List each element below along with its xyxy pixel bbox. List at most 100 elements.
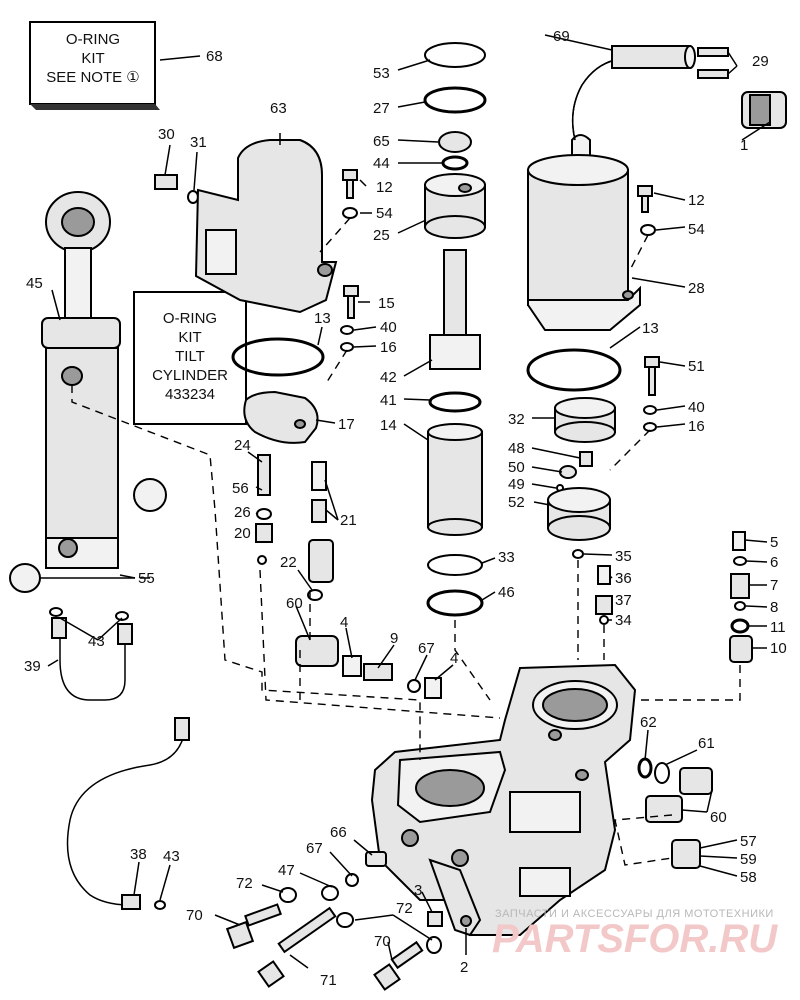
kit-line-1: O-RING — [163, 310, 217, 327]
label-40b: 40 — [688, 399, 705, 416]
label-7: 7 — [770, 577, 778, 594]
label-56: 56 — [232, 480, 249, 497]
label-52: 52 — [508, 494, 525, 511]
watermark: PARTSFOR.RU ЗАПЧАСТИ И АКСЕССУАРЫ ДЛЯ МО… — [492, 908, 778, 961]
sleeve-69 — [611, 45, 691, 69]
label-13a: 13 — [314, 310, 331, 327]
valve-60-left — [295, 635, 339, 667]
label-59: 59 — [740, 851, 757, 868]
valve-22 — [308, 539, 334, 583]
label-29: 29 — [752, 53, 769, 70]
label-71: 71 — [320, 972, 337, 989]
oring-kit-note-box: O-RING KIT SEE NOTE ① — [29, 21, 160, 110]
label-42: 42 — [380, 369, 397, 386]
label-53: 53 — [373, 65, 390, 82]
pump-motor — [527, 134, 641, 331]
label-68: 68 — [206, 48, 223, 65]
leader-lines — [47, 34, 771, 969]
label-44: 44 — [373, 155, 390, 172]
label-9: 9 — [390, 630, 398, 647]
label-61: 61 — [698, 735, 715, 752]
bushing-55a — [133, 478, 167, 512]
label-43a: 43 — [88, 633, 105, 650]
label-38: 38 — [130, 846, 147, 863]
label-1: 1 — [740, 137, 748, 154]
oring-13-right — [526, 348, 622, 392]
label-37: 37 — [615, 592, 632, 609]
label-22: 22 — [280, 554, 297, 571]
pump-gear-32 — [554, 397, 616, 443]
tube-38 — [66, 729, 186, 906]
label-34: 34 — [615, 612, 632, 629]
label-6: 6 — [770, 554, 778, 571]
label-58: 58 — [740, 869, 757, 886]
kit-line-5: 433234 — [165, 386, 215, 403]
label-12a: 12 — [376, 179, 393, 196]
label-49: 49 — [508, 476, 525, 493]
label-46: 46 — [498, 584, 515, 601]
label-11: 11 — [770, 619, 786, 636]
label-67b: 67 — [306, 840, 323, 857]
label-45: 45 — [26, 275, 43, 292]
label-60b: 60 — [710, 809, 727, 826]
bushing-55b — [9, 563, 41, 593]
piston-head-25 — [424, 173, 486, 239]
label-51: 51 — [688, 358, 705, 375]
label-15: 15 — [378, 295, 395, 312]
label-48: 48 — [508, 440, 525, 457]
oring-13-left — [231, 337, 325, 377]
label-66: 66 — [330, 824, 347, 841]
bolt-70-left — [225, 903, 282, 950]
kit-line-3: TILT — [175, 348, 205, 365]
label-10: 10 — [770, 640, 787, 657]
label-57: 57 — [740, 833, 757, 850]
seal-41 — [428, 391, 482, 413]
cylinder-14 — [427, 423, 483, 536]
label-55: 55 — [138, 570, 155, 587]
label-54a: 54 — [376, 205, 393, 222]
label-4a: 4 — [340, 614, 348, 631]
bolt-71 — [257, 906, 337, 988]
oring-46 — [426, 589, 484, 617]
oring-33 — [427, 554, 483, 576]
label-13b: 13 — [642, 320, 659, 337]
label-25: 25 — [373, 227, 390, 244]
label-4b: 4 — [450, 650, 458, 667]
label-24: 24 — [234, 437, 251, 454]
label-67a: 67 — [418, 640, 435, 657]
kit-line-2: KIT — [178, 329, 201, 346]
oring-27 — [423, 86, 487, 114]
kit-line-4: CYLINDER — [152, 367, 228, 384]
label-28: 28 — [688, 280, 705, 297]
label-70b: 70 — [374, 933, 391, 950]
label-20: 20 — [234, 525, 251, 542]
label-60a: 60 — [286, 595, 303, 612]
note-line-3: SEE NOTE ① — [46, 69, 139, 86]
label-17: 17 — [338, 416, 355, 433]
label-36: 36 — [615, 570, 632, 587]
label-5: 5 — [770, 534, 778, 551]
label-70a: 70 — [186, 907, 203, 924]
label-14: 14 — [380, 417, 397, 434]
reservoir-cover — [194, 139, 338, 314]
part-labels: 68 69 29 1 53 27 65 44 12 54 25 63 30 31… — [24, 28, 787, 989]
watermark-brand: PARTSFOR.RU — [492, 917, 778, 961]
label-50: 50 — [508, 459, 525, 476]
label-43b: 43 — [163, 848, 180, 865]
label-69: 69 — [553, 28, 570, 45]
label-3: 3 — [414, 882, 422, 899]
label-2: 2 — [460, 959, 468, 976]
label-54b: 54 — [688, 221, 705, 238]
watermark-caption: ЗАПЧАСТИ И АКСЕССУАРЫ ДЛЯ МОТОТЕХНИКИ — [495, 908, 774, 920]
label-16a: 16 — [380, 339, 397, 356]
label-27: 27 — [373, 100, 390, 117]
label-31: 31 — [190, 134, 207, 151]
valve-60-right — [645, 795, 683, 823]
label-63: 63 — [270, 100, 287, 117]
pump-body-52 — [547, 487, 611, 541]
oring-53 — [424, 42, 486, 68]
tilt-cylinder-kit-box: O-RING KIT TILT CYLINDER 433234 — [133, 291, 247, 425]
label-65: 65 — [373, 133, 390, 150]
label-8: 8 — [770, 599, 778, 616]
